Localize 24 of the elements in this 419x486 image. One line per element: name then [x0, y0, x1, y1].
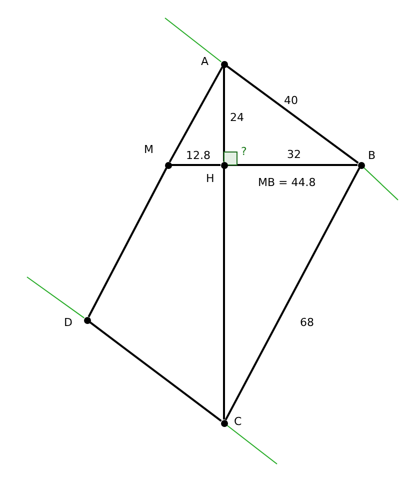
point-label: C — [234, 416, 242, 428]
segment — [168, 66, 224, 162]
line — [363, 166, 398, 200]
segment — [89, 321, 222, 422]
segment — [226, 65, 359, 164]
point-label: H — [206, 173, 214, 185]
point-label: D — [64, 317, 72, 329]
angle-label: ? — [241, 146, 247, 158]
edge-label: 32 — [287, 149, 301, 161]
measurement-label: MB = 44.8 — [258, 177, 316, 189]
segment — [224, 168, 360, 420]
line — [26, 276, 85, 318]
segment — [172, 164, 220, 166]
line — [164, 18, 222, 62]
edge-label: 68 — [300, 317, 314, 329]
point-label: A — [201, 56, 209, 68]
edge-label: 40 — [284, 95, 298, 107]
edge-label: 12.8 — [186, 150, 210, 162]
segment — [223, 168, 225, 420]
line — [226, 424, 278, 464]
point-label: M — [144, 144, 154, 156]
edge-label: 24 — [230, 112, 244, 124]
segment — [88, 168, 168, 318]
point-label: B — [368, 150, 376, 162]
